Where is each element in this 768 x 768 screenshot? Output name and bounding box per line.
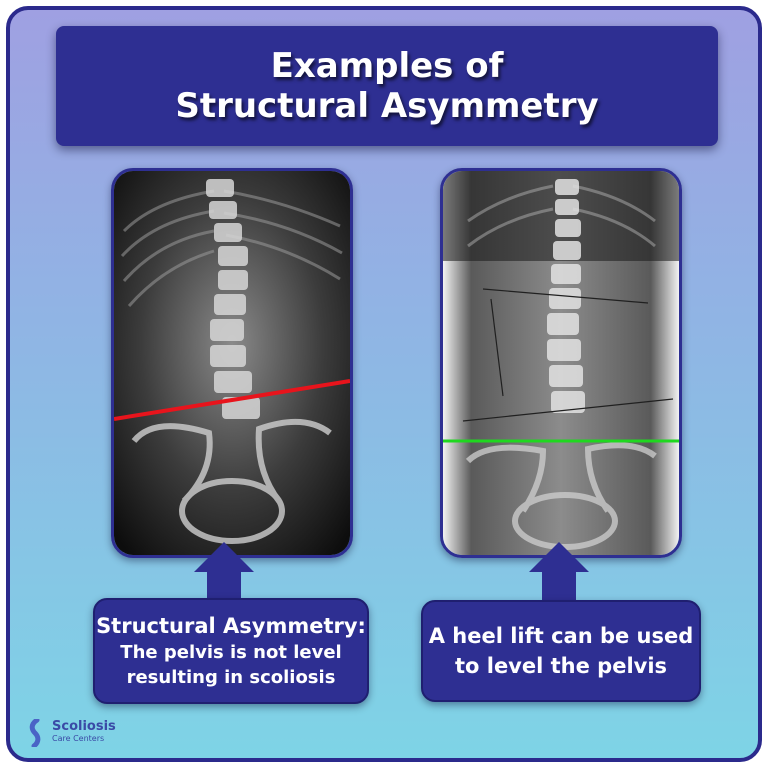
xray-left-image bbox=[111, 168, 353, 558]
left-caption-line-1: The pelvis is not level bbox=[120, 641, 342, 663]
right-arrow-head bbox=[529, 542, 589, 572]
left-arrow-head bbox=[194, 542, 254, 572]
xray-right-image bbox=[440, 168, 682, 558]
title-line-2: Structural Asymmetry bbox=[175, 86, 599, 126]
title-line-1: Examples of bbox=[270, 46, 504, 86]
left-caption-heading: Structural Asymmetry: bbox=[96, 613, 366, 638]
right-caption-line-1: A heel lift can be used bbox=[428, 624, 694, 648]
right-caption-line-2: to level the pelvis bbox=[454, 654, 668, 678]
brand-logo: Scoliosis Care Centers bbox=[26, 716, 136, 750]
logo-text-bottom: Care Centers bbox=[52, 734, 105, 743]
left-caption-line-2: resulting in scoliosis bbox=[126, 666, 336, 688]
title-banner: Examples of Structural Asymmetry bbox=[56, 26, 718, 146]
spine-logo-icon bbox=[29, 719, 41, 747]
logo-text-top: Scoliosis bbox=[52, 719, 116, 734]
infographic-frame: Examples of Structural Asymmetry bbox=[6, 6, 762, 762]
left-caption: Structural Asymmetry: The pelvis is not … bbox=[93, 598, 369, 704]
right-arrow-stem bbox=[542, 570, 576, 602]
right-caption: A heel lift can be used to level the pel… bbox=[421, 600, 701, 702]
left-arrow-stem bbox=[207, 570, 241, 602]
